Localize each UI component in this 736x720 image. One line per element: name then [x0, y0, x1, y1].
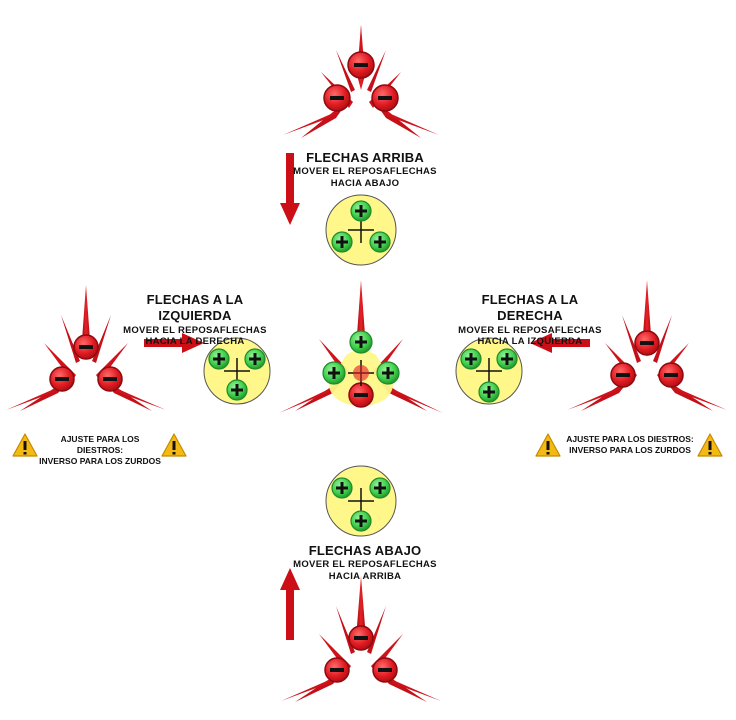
warning-icon — [161, 433, 187, 457]
label-left-line1: MOVER EL REPOSAFLECHAS — [123, 324, 267, 336]
label-top-title: FLECHAS ARRIBA — [306, 150, 424, 165]
label-top: FLECHAS ARRIBA MOVER EL REPOSAFLECHAS HA… — [290, 150, 440, 190]
direction-arrow-icon — [530, 333, 590, 353]
note-left-text: AJUSTE PARA LOS DIESTROS: INVERSO PARA L… — [38, 434, 162, 467]
note-right-text: AJUSTE PARA LOS DIESTROS: INVERSO PARA L… — [563, 434, 697, 456]
note-left-line1: AJUSTE PARA LOS DIESTROS: — [60, 434, 140, 456]
warning-icon — [12, 433, 38, 457]
label-top-line1: MOVER EL REPOSAFLECHAS — [293, 166, 437, 178]
note-left: AJUSTE PARA LOS DIESTROS: INVERSO PARA L… — [38, 434, 162, 467]
warning-icon — [697, 433, 723, 457]
label-left-title: FLECHAS A LA IZQUIERDA — [146, 292, 244, 324]
label-top-line2: HACIA ABAJO — [330, 178, 400, 190]
arrow-rest-top — [325, 194, 397, 266]
arrow-fletching-icon — [283, 25, 439, 138]
label-right-line2: HACIA LA IZQUIERDA — [477, 336, 583, 348]
note-left-line2: INVERSO PARA LOS ZURDOS — [39, 456, 161, 467]
label-left: FLECHAS A LA IZQUIERDA MOVER EL REPOSAFL… — [110, 292, 280, 348]
label-right-title: FLECHAS A LA DERECHA — [481, 292, 579, 324]
fletching-top — [283, 25, 439, 138]
label-bottom: FLECHAS ABAJO MOVER EL REPOSAFLECHAS HAC… — [290, 543, 440, 583]
label-left-line2: HACIA LA DERECHA — [145, 336, 245, 348]
note-right: AJUSTE PARA LOS DIESTROS: INVERSO PARA L… — [563, 434, 697, 456]
label-bottom-line2: HACIA ARRIBA — [328, 571, 402, 583]
label-bottom-line1: MOVER EL REPOSAFLECHAS — [293, 559, 437, 571]
arrow-rest-bottom — [325, 465, 397, 537]
direction-arrow-icon — [280, 153, 300, 225]
direction-arrow-icon — [280, 568, 300, 640]
warning-icon — [535, 433, 561, 457]
direction-arrow-icon — [144, 333, 204, 353]
fletching-center — [279, 280, 443, 413]
fletching-right — [567, 280, 727, 411]
note-right-line2: INVERSO PARA LOS ZURDOS — [569, 445, 691, 456]
arrow-rest-right — [455, 337, 523, 405]
note-right-line1: AJUSTE PARA LOS DIESTROS: — [566, 434, 694, 444]
fletching-left — [6, 285, 166, 411]
label-bottom-title: FLECHAS ABAJO — [308, 543, 422, 558]
label-right: FLECHAS A LA DERECHA MOVER EL REPOSAFLEC… — [450, 292, 610, 348]
label-right-line1: MOVER EL REPOSAFLECHAS — [458, 324, 602, 336]
arrow-rest-left — [203, 337, 271, 405]
fletching-bottom — [281, 576, 441, 702]
